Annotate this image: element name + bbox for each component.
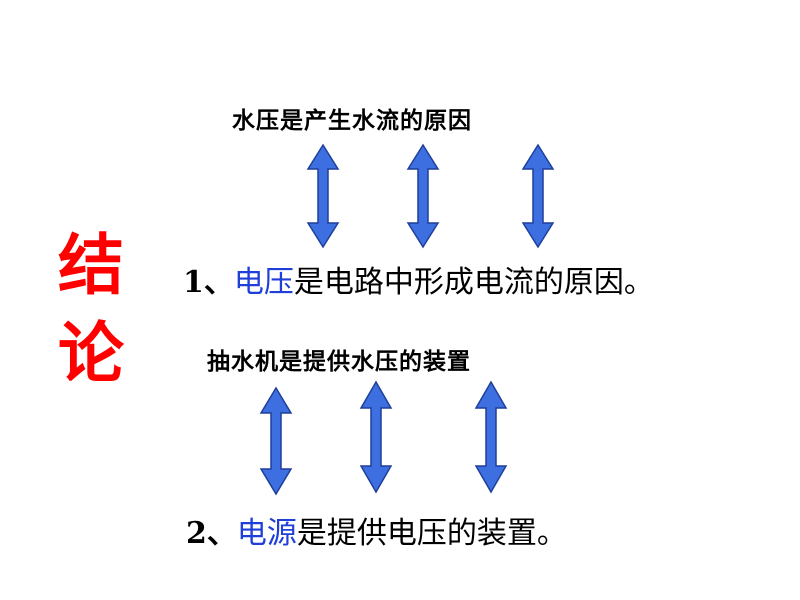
double-arrow-icon: [521, 143, 555, 249]
caption-water-pressure: 水压是产生水流的原因: [232, 108, 472, 134]
double-arrow-icon: [306, 143, 340, 249]
side-title-char-1: 结: [58, 227, 124, 304]
double-arrow-icon: [406, 143, 440, 249]
side-title-char-2: 论: [58, 315, 124, 392]
statement-1-number: 1、: [183, 265, 234, 300]
statement-1-highlight: 电压: [233, 265, 294, 300]
statement-2-highlight: 电源: [236, 516, 297, 551]
statement-2-number: 2、: [186, 516, 237, 551]
double-arrow-icon: [474, 380, 508, 494]
statement-1-text: 是电路中形成电流的原因。: [293, 265, 654, 300]
statement-power-source: 2、电源是提供电压的装置。: [186, 508, 567, 552]
side-title: 结 论: [58, 222, 138, 398]
statement-2-text: 是提供电压的装置。: [296, 516, 567, 551]
double-arrow-icon: [359, 380, 393, 494]
double-arrow-icon: [259, 386, 293, 496]
statement-voltage: 1、电压是电路中形成电流的原因。: [183, 257, 654, 301]
caption-pump: 抽水机是提供水压的装置: [207, 349, 471, 375]
